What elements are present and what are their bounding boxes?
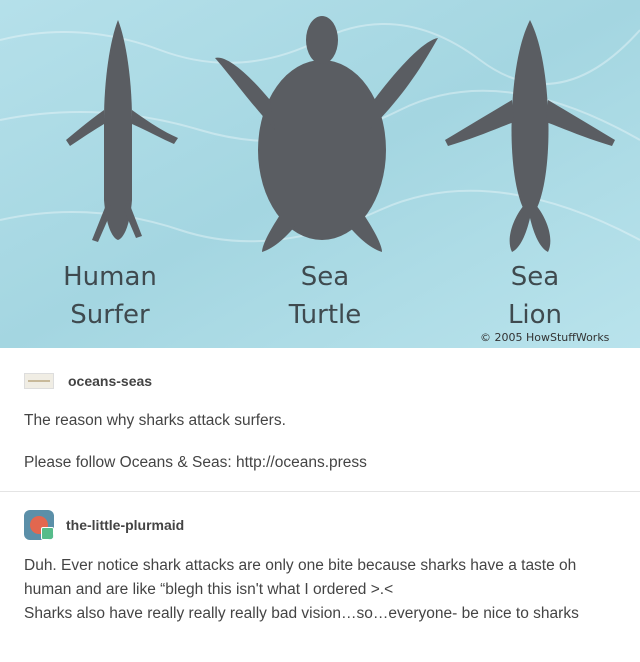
caption-line: Sea <box>510 262 560 292</box>
post-header-the-little-plurmaid: the-little-plurmaid <box>24 510 185 540</box>
avatar[interactable] <box>24 510 54 540</box>
shark-comparison-image: Human Surfer Sea Turtle Sea Lion © 2005 … <box>0 0 640 348</box>
post-header-oceans-seas: oceans-seas <box>24 368 152 394</box>
caption-line: Sea <box>300 262 350 292</box>
caption-sea-turtle: Sea Turtle <box>255 258 395 334</box>
post-text: Please follow Oceans & Seas: http://ocea… <box>24 454 367 471</box>
image-copyright: © 2005 HowStuffWorks <box>480 331 610 344</box>
caption-line: Turtle <box>288 300 362 330</box>
post-text: The reason why sharks attack surfers. <box>24 412 286 429</box>
caption-line: Surfer <box>70 300 150 330</box>
silhouettes-illustration <box>0 0 640 348</box>
username-link[interactable]: oceans-seas <box>68 373 153 389</box>
caption-line: Human <box>63 262 157 292</box>
caption-human-surfer: Human Surfer <box>40 258 180 334</box>
sea-turtle-silhouette <box>215 16 438 252</box>
avatar[interactable] <box>24 373 54 389</box>
username-link[interactable]: the-little-plurmaid <box>66 517 185 533</box>
reblog-badge-icon <box>41 527 54 540</box>
caption-line: Lion <box>507 300 563 330</box>
post-text: Sharks also have really really really ba… <box>24 605 579 622</box>
human-surfer-silhouette <box>66 20 178 242</box>
divider <box>0 491 640 492</box>
post-text: Duh. Ever notice shark attacks are only … <box>24 557 577 598</box>
caption-sea-lion: Sea Lion <box>465 258 605 334</box>
sea-lion-silhouette <box>445 20 615 252</box>
